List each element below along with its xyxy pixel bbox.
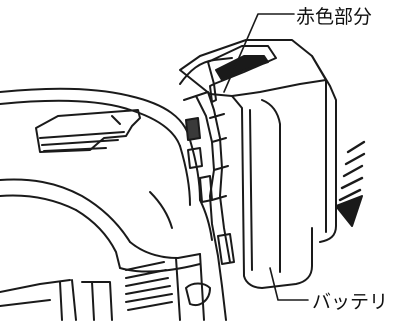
red-part-latch xyxy=(207,45,277,103)
vent-slots xyxy=(125,261,173,311)
battery-pack xyxy=(179,39,337,289)
label-red-part: 赤色部分 xyxy=(296,6,373,28)
battery-mount xyxy=(179,57,235,321)
leader-lines xyxy=(223,13,309,301)
slide-down-arrow xyxy=(335,140,366,227)
grip-ridge xyxy=(35,109,141,153)
leader-battery xyxy=(269,267,309,301)
tool-body xyxy=(0,87,213,321)
label-battery: バッテリ xyxy=(312,291,389,313)
leader-red-part xyxy=(223,13,295,93)
